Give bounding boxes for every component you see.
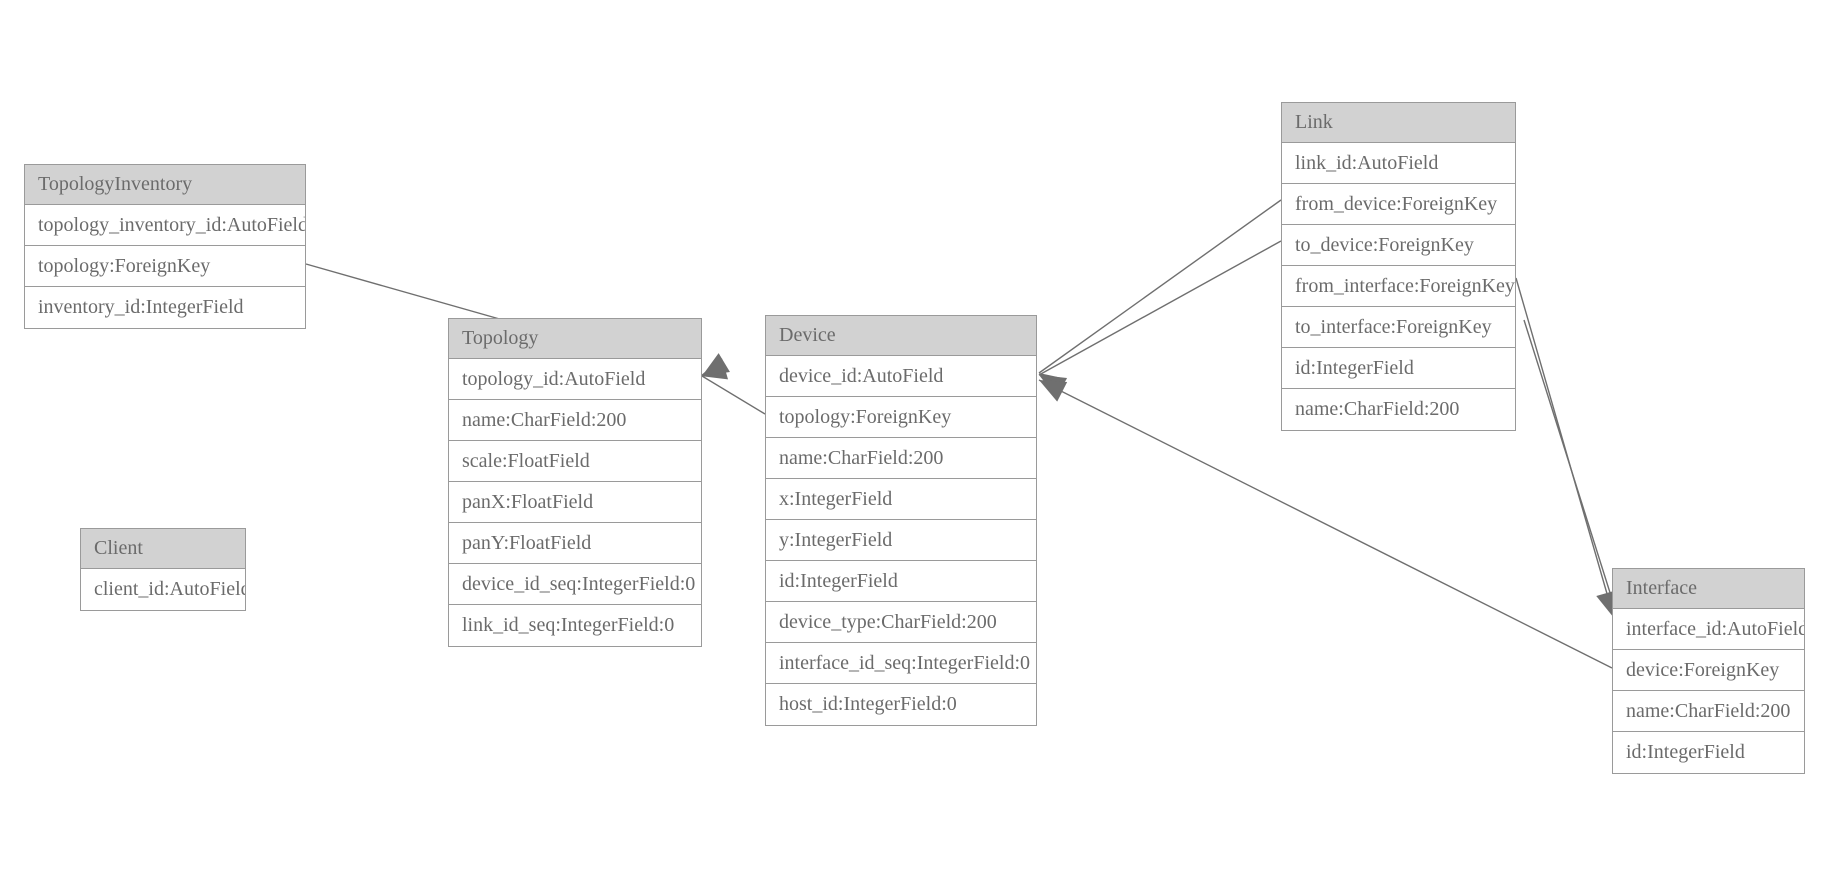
entity-device-field-row: x:IntegerField <box>766 479 1036 520</box>
entity-topologyinventory-title: TopologyInventory <box>25 165 305 205</box>
entity-device-field-row: y:IntegerField <box>766 520 1036 561</box>
entity-link-field-row: id:IntegerField <box>1282 348 1515 389</box>
entity-device-field-row: topology:ForeignKey <box>766 397 1036 438</box>
entity-device-field-row: id:IntegerField <box>766 561 1036 602</box>
entity-device-field-row: interface_id_seq:IntegerField:0 <box>766 643 1036 684</box>
relationship-line <box>1038 199 1282 374</box>
entity-link-field-row: name:CharField:200 <box>1282 389 1515 430</box>
entity-device-field-row: host_id:IntegerField:0 <box>766 684 1036 725</box>
relationship-link-from-device <box>1038 199 1282 397</box>
entity-topology-field-row: device_id_seq:IntegerField:0 <box>449 564 701 605</box>
entity-link-field-row: to_interface:ForeignKey <box>1282 307 1515 348</box>
entity-topology-field-row: panX:FloatField <box>449 482 701 523</box>
relationship-line <box>1523 319 1619 619</box>
entity-interface-field-row: device:ForeignKey <box>1613 650 1804 691</box>
entity-link-field-row: from_interface:ForeignKey <box>1282 266 1515 307</box>
entity-interface-field-row: name:CharField:200 <box>1613 691 1804 732</box>
entity-link-field-row: to_device:ForeignKey <box>1282 225 1515 266</box>
entity-device-field-row: device_type:CharField:200 <box>766 602 1036 643</box>
entity-topology-field-row: scale:FloatField <box>449 441 701 482</box>
entity-client-title: Client <box>81 529 245 569</box>
relationship-line <box>701 375 766 415</box>
relationship-line <box>1038 240 1282 376</box>
relationship-link-to-device <box>1038 240 1282 398</box>
entity-topology-field-row: topology_id:AutoField <box>449 359 701 400</box>
entity-link-title: Link <box>1282 103 1515 143</box>
entity-client-field-row: client_id:AutoField <box>81 569 245 610</box>
relationship-link-from-interface <box>1515 277 1618 619</box>
relationship-arrowhead <box>1039 373 1067 397</box>
entity-topology-field-row: panY:FloatField <box>449 523 701 564</box>
entity-link-field-row: from_device:ForeignKey <box>1282 184 1515 225</box>
entity-topologyinventory-field-row: topology:ForeignKey <box>25 246 305 287</box>
relationship-device-topology <box>701 353 766 415</box>
entity-device-field-row: name:CharField:200 <box>766 438 1036 479</box>
entity-topology-title: Topology <box>449 319 701 359</box>
entity-interface-field-row: id:IntegerField <box>1613 732 1804 773</box>
entity-interface-title: Interface <box>1613 569 1804 609</box>
entity-topologyinventory-field-row: topology_inventory_id:AutoField <box>25 205 305 246</box>
entity-device-title: Device <box>766 316 1036 356</box>
entity-topology-field-row: name:CharField:200 <box>449 400 701 441</box>
entity-device-field-row: device_id:AutoField <box>766 356 1036 397</box>
entity-topologyinventory-field-row: inventory_id:IntegerField <box>25 287 305 328</box>
entity-topology-field-row: link_id_seq:IntegerField:0 <box>449 605 701 646</box>
entity-interface-field-row: interface_id:AutoField <box>1613 609 1804 650</box>
entity-link-field-row: link_id:AutoField <box>1282 143 1515 184</box>
relationship-arrowhead <box>1039 380 1068 402</box>
relationship-arrowhead <box>1039 375 1068 398</box>
relationship-line <box>1515 277 1615 619</box>
